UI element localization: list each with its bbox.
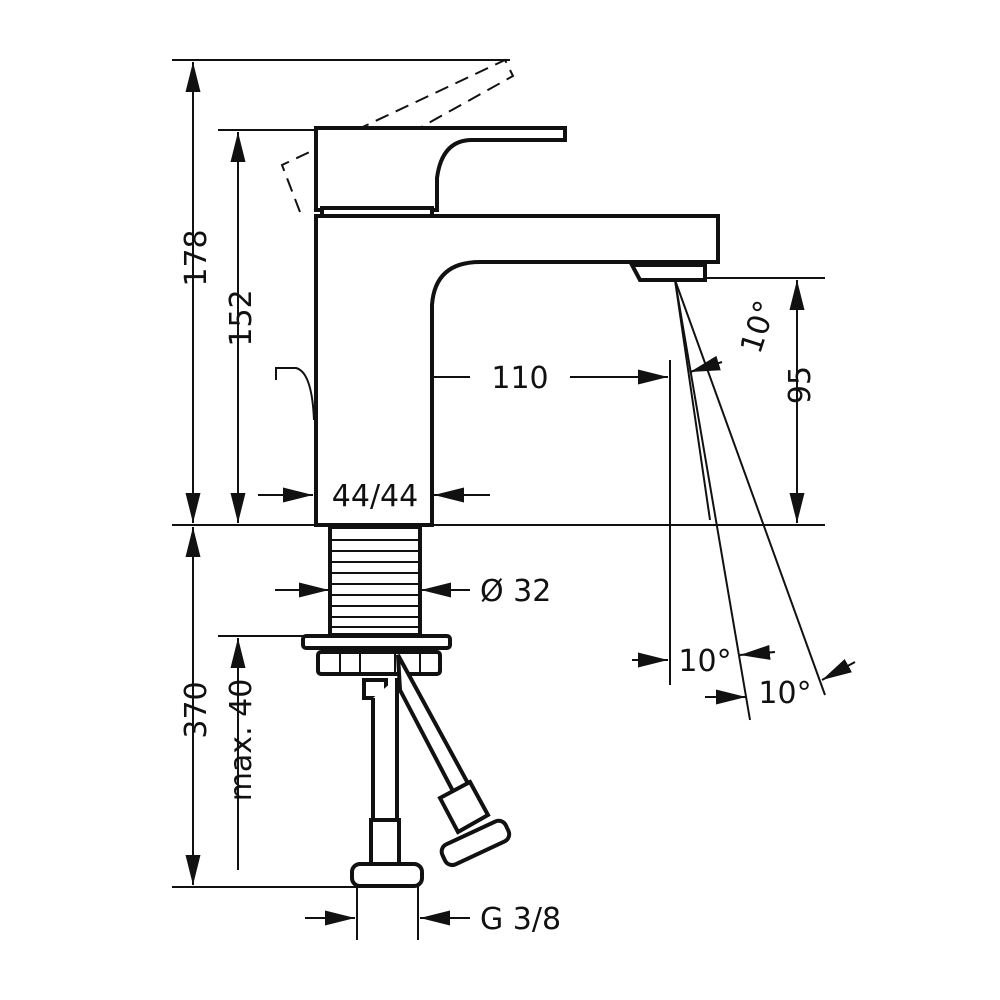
mounting-nut: [316, 650, 442, 676]
hose-nut-right: [439, 818, 512, 868]
label-body-width: 44/44: [332, 479, 418, 514]
label-spray-angle-left: 10°: [678, 644, 731, 679]
label-spout-reach: 110: [491, 361, 548, 396]
flange: [301, 634, 452, 650]
pop-up-rod: [275, 367, 315, 421]
label-hose-length: 370: [179, 681, 214, 738]
label-total-height: 178: [179, 229, 214, 286]
aerator: [628, 263, 707, 282]
label-body-height: 152: [224, 289, 259, 346]
label-spray-angle-right: 10°: [758, 676, 811, 711]
threaded-shank: [328, 525, 422, 637]
dimension-labels: 178 152 370 max. 40 95 10° 110 44/44 Ø 3…: [179, 229, 818, 937]
extension-lines: [172, 59, 826, 940]
faucet: [275, 58, 720, 888]
label-spray-angle-top: 10°: [734, 296, 784, 357]
hose-nut-left: [350, 862, 424, 888]
label-connection: G 3/8: [480, 902, 561, 937]
label-outlet-height: 95: [783, 366, 818, 404]
hose-straight: [371, 678, 399, 822]
faucet-body: [314, 214, 720, 527]
label-max-deck: max. 40: [224, 679, 259, 802]
label-shank-diameter: Ø 32: [480, 574, 551, 609]
lever-handle: [314, 126, 567, 212]
